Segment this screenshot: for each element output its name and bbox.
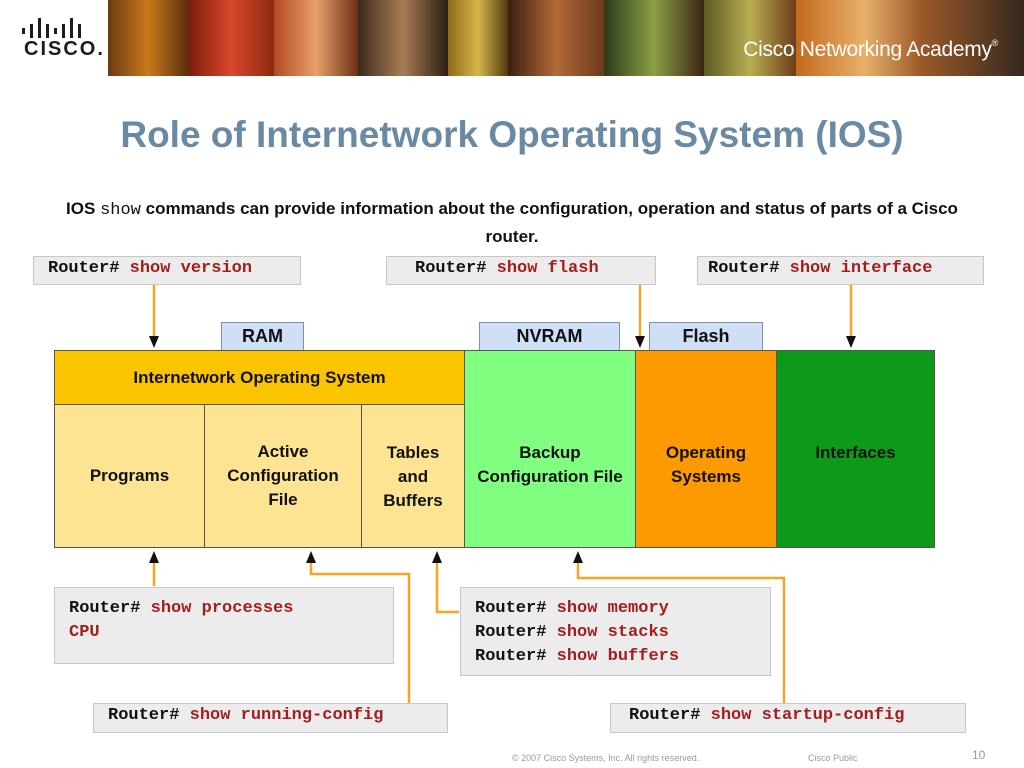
cmd-show-memory-group: Router# show memory Router# show stacks … bbox=[460, 587, 771, 676]
arrow-memory bbox=[435, 560, 459, 614]
arrowhead-version bbox=[149, 336, 159, 348]
academy-title: Cisco Networking Academy® bbox=[743, 38, 998, 61]
arrowhead-interface bbox=[846, 336, 856, 348]
ram-label: RAM bbox=[221, 322, 304, 351]
cmd-show-startup-config: Router# show startup-config bbox=[610, 703, 966, 733]
arrowhead-startup bbox=[573, 551, 583, 563]
active-config-cell: Active Configuration File bbox=[204, 404, 362, 548]
show-keyword: show bbox=[100, 201, 141, 220]
banner-photo-1 bbox=[108, 0, 188, 76]
ios-header: Internetwork Operating System bbox=[54, 350, 465, 405]
interfaces-cell: Interfaces bbox=[776, 350, 935, 548]
backup-config-cell: Backup Configuration File bbox=[464, 350, 636, 548]
arrowhead-processes bbox=[149, 551, 159, 563]
banner-photo-9 bbox=[796, 0, 1024, 76]
cmd-show-flash: Router# show flash bbox=[386, 256, 656, 285]
banner-photo-7 bbox=[604, 0, 704, 76]
tables-buffers-cell: Tables and Buffers bbox=[361, 404, 465, 548]
cisco-wordmark: CISCO. bbox=[24, 38, 105, 60]
flash-label: Flash bbox=[649, 322, 763, 351]
cisco-bars-icon bbox=[22, 18, 81, 38]
cisco-logo: CISCO. bbox=[0, 0, 108, 76]
banner-photo-8 bbox=[704, 0, 796, 76]
cmd-show-processes: Router# show processes CPU bbox=[54, 587, 394, 664]
banner-photo-6 bbox=[508, 0, 604, 76]
intro-text: IOS show commands can provide informatio… bbox=[66, 199, 958, 246]
banner-photo-5 bbox=[448, 0, 508, 76]
classification-label: Cisco Public bbox=[808, 753, 858, 763]
cmd-show-interface: Router# show interface bbox=[697, 256, 984, 285]
banner-photo-4 bbox=[358, 0, 448, 76]
page-title: Role of Internetwork Operating System (I… bbox=[120, 114, 904, 155]
copyright-notice: © 2007 Cisco Systems, Inc. All rights re… bbox=[512, 753, 700, 763]
programs-cell: Programs bbox=[54, 404, 205, 548]
header-banner: CISCO. Cisco Networking Academy® bbox=[0, 0, 1024, 76]
arrowhead-running bbox=[306, 551, 316, 563]
operating-systems-cell: Operating Systems bbox=[635, 350, 777, 548]
cmd-show-version: Router# show version bbox=[33, 256, 301, 285]
arrowhead-flash bbox=[635, 336, 645, 348]
nvram-label: NVRAM bbox=[479, 322, 620, 351]
cmd-show-running-config: Router# show running-config bbox=[93, 703, 448, 733]
banner-photo-2 bbox=[188, 0, 274, 76]
banner-photo-3 bbox=[274, 0, 358, 76]
page-number: 10 bbox=[972, 748, 986, 762]
arrowhead-memory bbox=[432, 551, 442, 563]
